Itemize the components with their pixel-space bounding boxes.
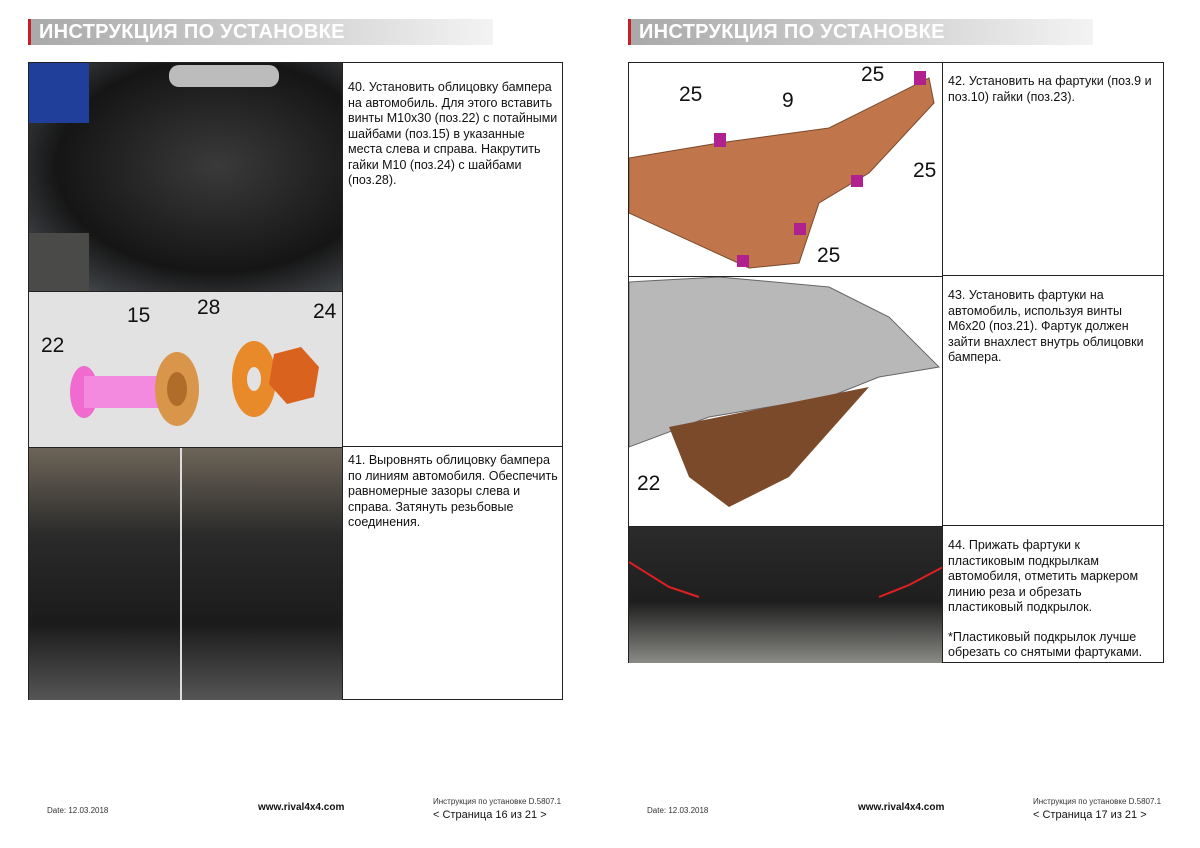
callout-25: 25 bbox=[679, 83, 703, 106]
callout-9: 9 bbox=[782, 89, 794, 112]
footer-url[interactable]: www.rival4x4.com bbox=[258, 802, 345, 813]
callout-25: 25 bbox=[913, 159, 937, 182]
callout-22: 22 bbox=[637, 472, 661, 495]
page-16: ИНСТРУКЦИЯ ПО УСТАНОВКЕ 22 15 28 24 bbox=[28, 19, 563, 821]
step-40-text: 40. Установить облицовку бампера на авто… bbox=[348, 80, 558, 187]
callout-15: 15 bbox=[127, 304, 151, 327]
mudflap-install-diagram: 22 bbox=[629, 276, 943, 526]
step-44-block: 44. Прижать фартуки к пластиковым подкры… bbox=[944, 538, 1162, 661]
footer-doc-id: Инструкция по установке D.5807.1 bbox=[433, 797, 562, 806]
step-43-text: 43. Установить фартуки на автомобиль, ис… bbox=[948, 288, 1144, 364]
step-41-text: 41. Выровнять облицовку бампера по линия… bbox=[348, 453, 558, 529]
callout-25: 25 bbox=[861, 63, 885, 86]
trim-wheel-liner-photo bbox=[629, 526, 943, 663]
parts-diagram: 22 15 28 24 bbox=[29, 291, 343, 447]
instruction-table: 22 15 28 24 40. Установить облицовку бам… bbox=[28, 62, 563, 700]
mudflap-diagram: 25 25 9 25 25 bbox=[629, 63, 943, 276]
step-44-text: 44. Прижать фартуки к пластиковым подкры… bbox=[948, 538, 1139, 614]
bumper-alignment-photos bbox=[29, 447, 343, 700]
callout-25: 25 bbox=[817, 244, 841, 267]
footer-doc-id: Инструкция по установке D.5807.1 bbox=[1033, 797, 1162, 806]
footer-date: Date: 12.03.2018 bbox=[647, 806, 709, 815]
page-17: ИНСТРУКЦИЯ ПО УСТАНОВКЕ 25 25 9 25 25 22 bbox=[600, 0, 1200, 848]
instruction-table: 25 25 9 25 25 22 42. Установить на фарту… bbox=[628, 62, 1164, 663]
page-header: ИНСТРУКЦИЯ ПО УСТАНОВКЕ bbox=[628, 19, 1093, 45]
footer-page-number: < Страница 16 из 21 > bbox=[433, 809, 547, 821]
footer-page-number: < Страница 17 из 21 > bbox=[1033, 809, 1147, 821]
mudflap-svg bbox=[629, 71, 935, 269]
footer-url[interactable]: www.rival4x4.com bbox=[858, 802, 945, 813]
callout-22: 22 bbox=[41, 334, 65, 357]
parts-svg bbox=[70, 341, 319, 426]
callout-28: 28 bbox=[197, 296, 221, 319]
step-44-note: *Пластиковый подкрылок лучше обрезать со… bbox=[948, 629, 1143, 660]
bumper-photo-step-40 bbox=[29, 63, 343, 291]
callout-24: 24 bbox=[313, 300, 337, 323]
page-header: ИНСТРУКЦИЯ ПО УСТАНОВКЕ bbox=[28, 19, 493, 45]
step-42-text: 42. Установить на фартуки (поз.9 и поз.1… bbox=[948, 74, 1152, 104]
footer-date: Date: 12.03.2018 bbox=[47, 806, 109, 815]
